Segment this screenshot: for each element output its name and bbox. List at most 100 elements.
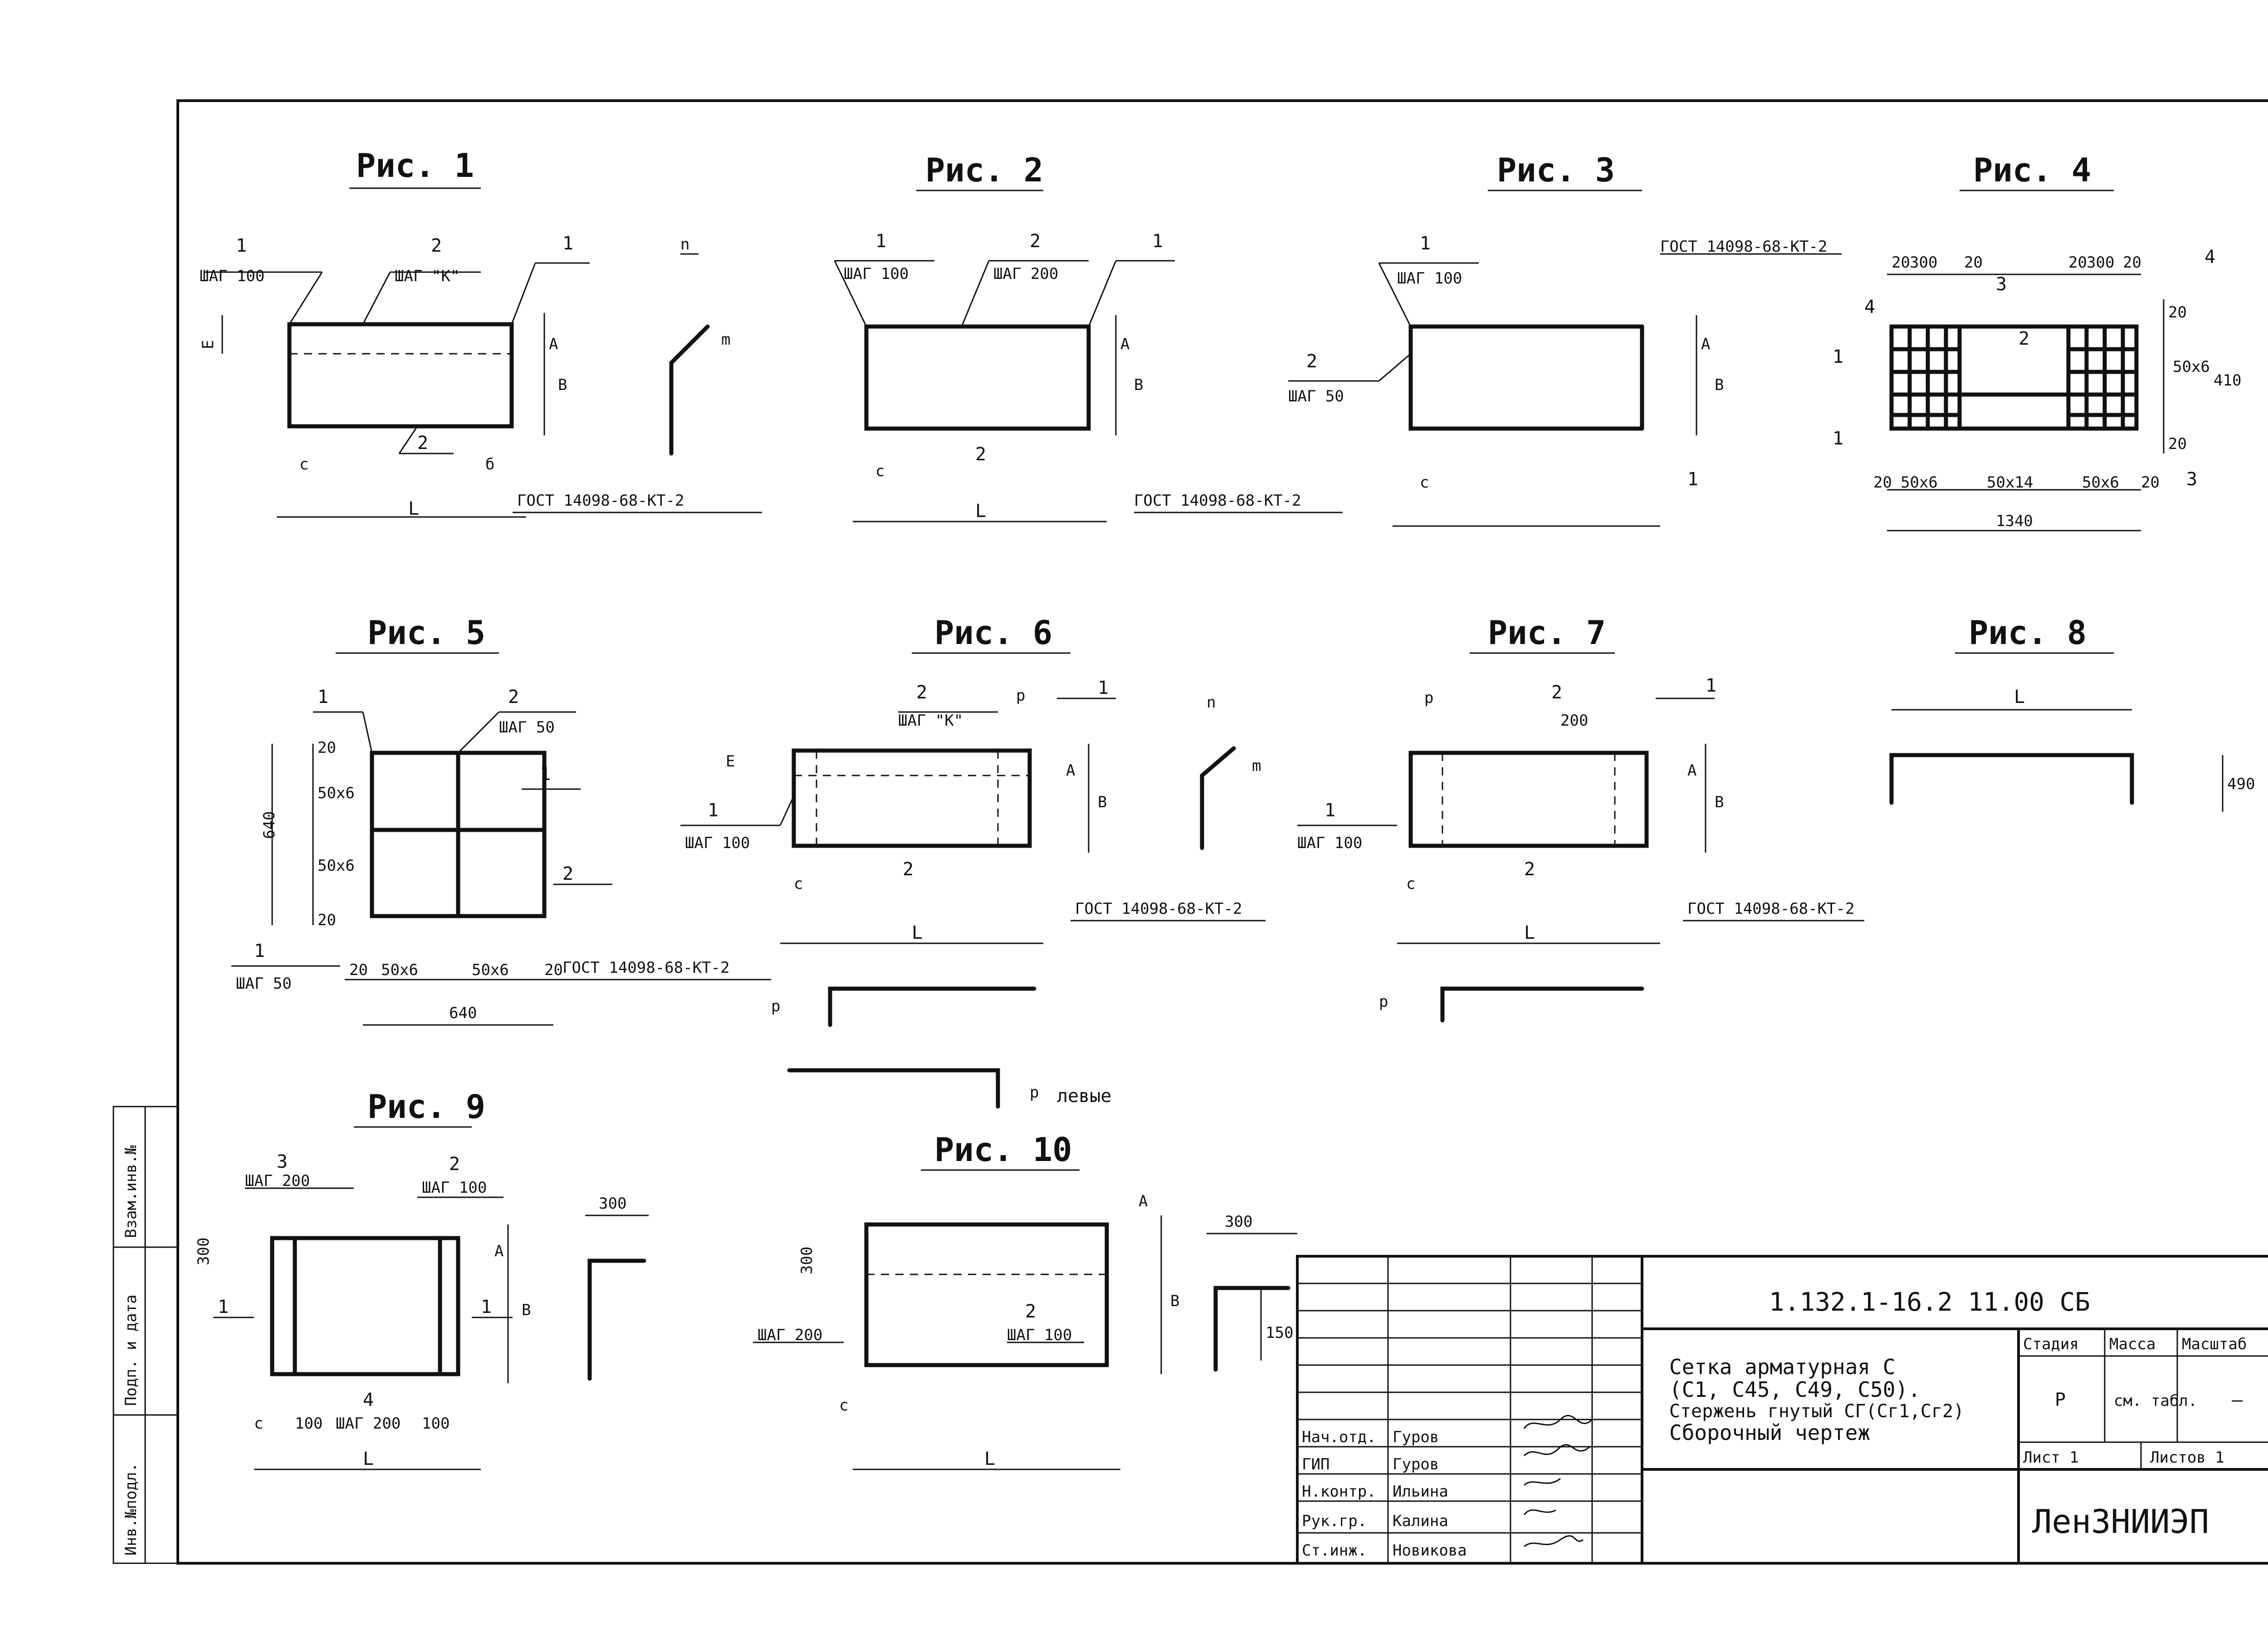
name-5: Новикова [1393,1541,1467,1560]
fig4-d2: 300 [1910,254,1937,272]
figure-9-title: Рис. 9 [367,1088,485,1126]
fig1-m: m [721,331,730,349]
figure-10: Рис. 10 300 2 ШАГ 100 ШАГ 200 A B с L 30… [753,1131,1297,1470]
fig5-b1: 20 [349,961,368,979]
figure-2: Рис. 2 1 ШАГ 100 2 ШАГ 200 1 2 A B L с Г… [834,151,1343,522]
fig5-step1c: ШАГ 50 [236,975,292,993]
stamp-inv-label: Инв.№подл. [122,1463,140,1556]
left-stamp: Инв.№подл. Подп. и дата Взам.инв.№ [112,1106,179,1564]
fig4-d3: 20 [1964,254,1983,272]
stage-header: Стадия [2023,1335,2079,1353]
fig6-p: р [1016,687,1025,705]
fig2-L: L [975,501,986,522]
fig5-b3: 50x6 [472,961,509,979]
fig10-B: B [1170,1292,1179,1310]
fig7-pos2: 2 [1551,682,1562,703]
fig4-b1: 20 [1873,473,1892,492]
fig9-pos3: 3 [277,1151,288,1172]
fig10-step2: ШАГ 100 [1007,1326,1072,1344]
signature-5 [1524,1535,1584,1547]
fig7-step2: 200 [1560,712,1588,730]
fig1-E: E [199,340,217,349]
fig4-pos4b: 4 [2204,247,2215,268]
fig1-B: B [558,376,567,394]
fig7-p2: р [1379,993,1388,1011]
fig3-posB: 1 [1687,469,1698,490]
fig6-B: B [1098,793,1107,811]
fig6-gost: ГОСТ 14098-68-КТ-2 [1075,900,1242,918]
fig4-d5: 300 [2087,254,2114,272]
fig5-v3: 50x6 [318,857,355,875]
fig4-d4: 20 [2068,254,2087,272]
fig7-pos1b: 1 [1325,800,1335,821]
fig2-pos1: 1 [875,231,886,252]
fig10-d300: 300 [798,1247,816,1274]
drawing-frame [176,99,2268,1565]
name-4: Калина [1393,1512,1448,1530]
signature-3 [1523,1478,1561,1486]
drawing-name-line1: Сетка арматурная С [1669,1355,1896,1379]
fig1-A: A [549,335,558,353]
fig4-v2: 50x6 [2173,358,2210,376]
fig4-d1: 20 [1892,254,1910,272]
fig9-step3: ШАГ 200 [245,1172,310,1190]
drawing-name-line4: Сборочный чертеж [1669,1420,1870,1445]
fig5-b2: 50x6 [381,961,418,979]
fig5-step2: ШАГ 50 [499,718,555,737]
fig9-b2: 100 [422,1415,450,1433]
figure-6-title: Рис. 6 [934,614,1052,652]
fig3-c: с [1420,473,1429,492]
fig9-B: B [522,1301,531,1319]
fig1-c: с [299,455,308,473]
figure-7-title: Рис. 7 [1488,614,1606,652]
fig6-pos1b: 1 [708,800,719,821]
fig3-pos1: 1 [1420,233,1431,254]
fig2-step1: ШАГ 100 [844,265,909,283]
fig4-d6: 20 [2123,254,2141,272]
fig6-step2: ШАГ "К" [898,712,963,730]
fig6-E: E [726,752,735,771]
fig5-v1: 20 [318,739,336,757]
fig9-d300b: 300 [599,1195,626,1213]
fig5-pos1b: 1 [540,764,551,785]
fig7-step1b: ШАГ 100 [1297,834,1362,852]
fig6-pos2b: 2 [903,859,914,880]
fig10-A: A [1139,1192,1148,1210]
fig10-d150: 150 [1266,1324,1293,1342]
stamp-replace-label: Взам.инв.№ [122,1145,140,1238]
fig10-c: с [839,1396,848,1415]
role-2: ГИП [1302,1455,1330,1473]
fig7-pos1: 1 [1706,675,1716,696]
sheet-number: Лист 1 [2023,1449,2079,1467]
fig6-p3: р [1030,1083,1039,1102]
fig9-d300: 300 [195,1238,213,1265]
fig4-v1: 20 [2168,303,2187,322]
figure-6: Рис. 6 2 ШАГ "К" р 1 1 ШАГ 100 E A B n m… [680,614,1266,1109]
fig6-c: с [794,875,803,893]
fig7-B: B [1715,793,1724,811]
fig9-A: A [494,1242,503,1260]
fig5-gost: ГОСТ 14098-68-КТ-2 [562,959,729,977]
drawing-name-line3: Стержень гнутый СГ(Сг1,Сг2) [1669,1401,1964,1422]
fig4-pos3a: 3 [1996,274,2007,295]
role-5: Ст.инж. [1302,1541,1367,1560]
title-block: 1.132.1-16.2 11.00 СБ Сетка арматурная С… [1296,1255,2268,1565]
fig3-A: A [1701,335,1710,353]
fig8-L: L [2014,687,2025,707]
stage-value: Р [2055,1390,2066,1410]
fig5-v2: 50x6 [318,784,355,802]
fig9-step2: ШАГ 100 [422,1179,487,1197]
figure-8-title: Рис. 8 [1969,614,2087,652]
figure-9: Рис. 9 3 ШАГ 200 2 ШАГ 100 300 1 1 A B 4… [195,1088,649,1470]
fig6-n: n [1207,693,1216,712]
fig5-pos2b: 2 [562,863,573,884]
fig1-pos1b: 1 [562,233,573,254]
fig4-b2: 50x6 [1901,473,1938,492]
fig4-pos1a: 1 [1833,346,1843,367]
fig2-A: A [1120,335,1129,353]
fig4-b3: 50x14 [1987,473,2033,492]
name-1: Гуров [1393,1428,1439,1446]
fig4-b5: 20 [2141,473,2160,492]
fig1-pos2: 2 [431,235,442,256]
figure-4: Рис. 4 ГОСТ 14098-68-КТ-2 20 300 20 20 3… [1660,151,2241,532]
